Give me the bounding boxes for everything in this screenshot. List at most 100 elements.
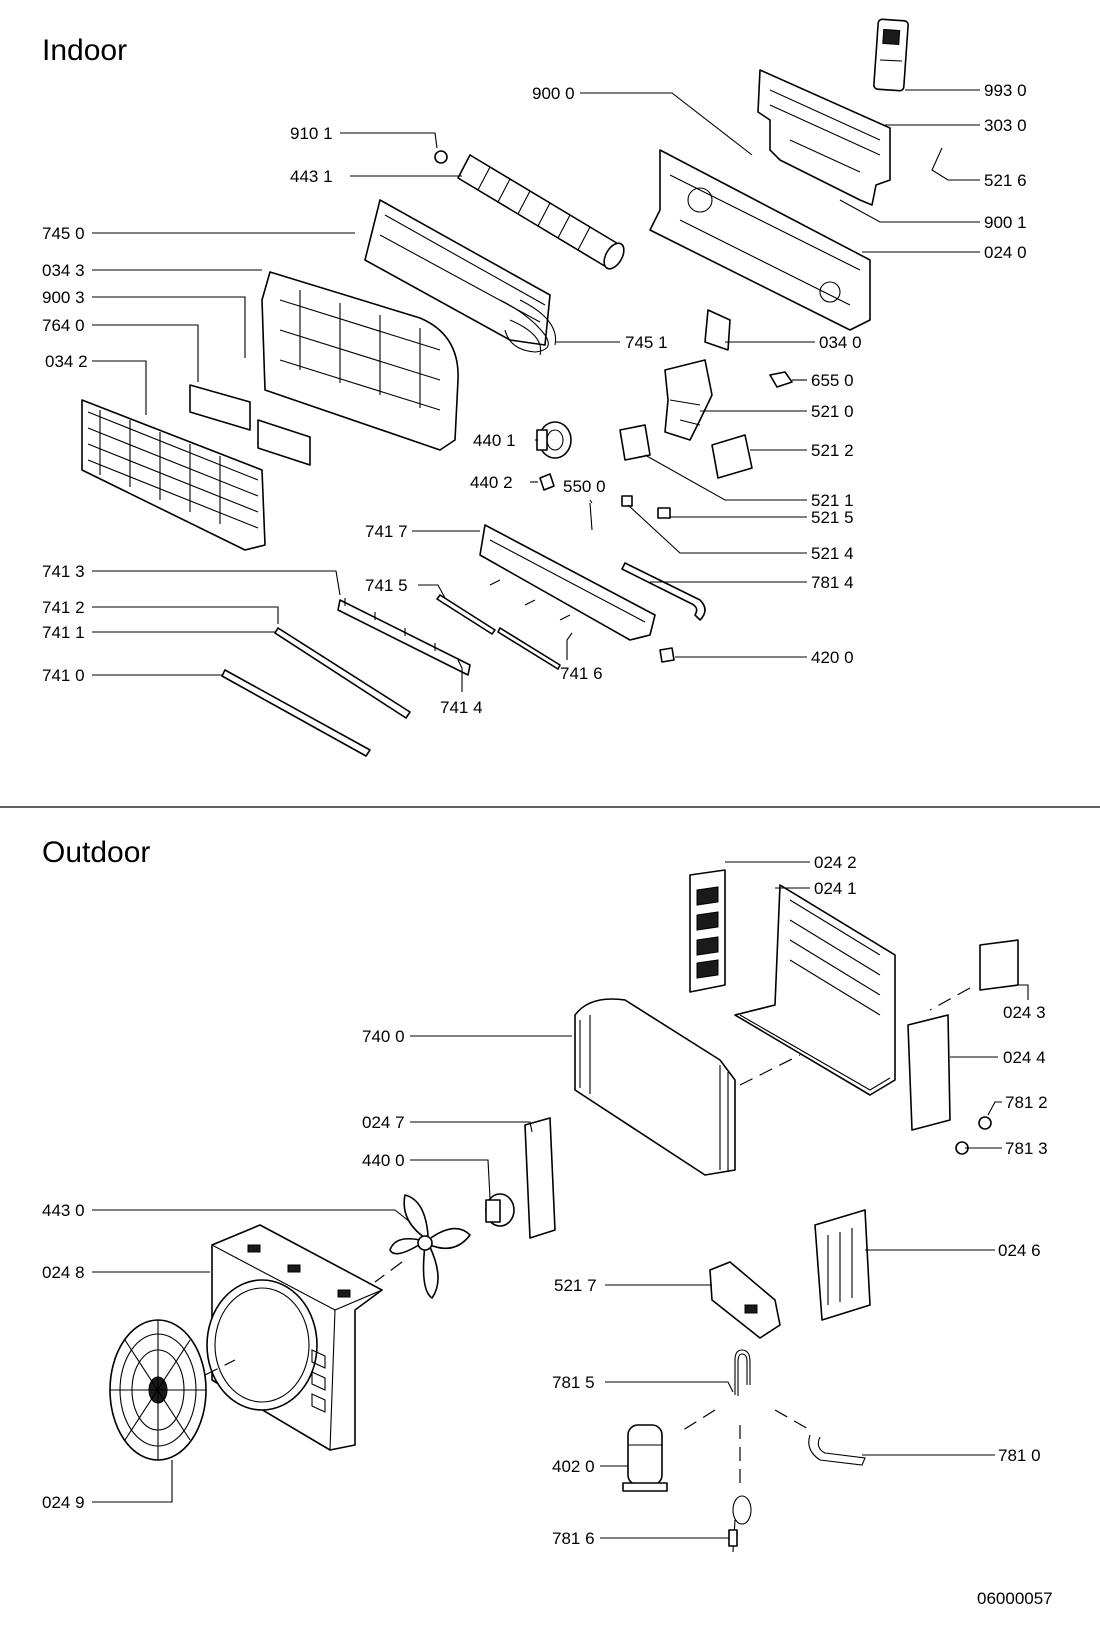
condenser-coil-part (574, 998, 736, 1176)
link-741-5-part (436, 594, 496, 635)
label-521-4: 521 4 (811, 544, 854, 563)
label-781-2: 781 2 (1005, 1093, 1048, 1112)
label-521-7: 521 7 (554, 1276, 597, 1295)
front-chassis-part (261, 271, 459, 451)
wire-550-0-part (589, 502, 593, 531)
label-741-0: 741 0 (42, 666, 85, 685)
pipe-781-5-inner (737, 1353, 748, 1396)
label-655-0: 655 0 (811, 371, 854, 390)
label-521-2: 521 2 (811, 441, 854, 460)
sensor-655-0-part (769, 371, 793, 388)
label-034-0: 034 0 (819, 333, 862, 352)
label-741-1: 741 1 (42, 623, 85, 642)
board-521-2-part (711, 434, 753, 479)
drain-pan-part (479, 524, 656, 641)
indoor-fan-motor-part (536, 421, 572, 459)
cover-024-3-part (979, 939, 1019, 991)
link-741-6-bar-part (497, 627, 561, 670)
label-440-1: 440 1 (473, 431, 516, 450)
label-443-0: 443 0 (42, 1201, 85, 1220)
valve-420-0-part (659, 647, 675, 663)
mounting-plate-part (757, 69, 891, 206)
label-900-3: 900 3 (42, 288, 85, 307)
outdoor-fan-motor-part (485, 1193, 515, 1227)
label-024-1: 024 1 (814, 879, 857, 898)
label-741-6: 741 6 (560, 664, 603, 683)
label-741-7: 741 7 (365, 522, 408, 541)
dash-024-3 (929, 987, 971, 1011)
label-402-0: 402 0 (552, 1457, 595, 1476)
louver-dividers (344, 598, 436, 651)
indoor-section-title: Indoor (42, 34, 127, 67)
outdoor-control-box-part (709, 1261, 781, 1339)
control-box-part (664, 359, 713, 441)
label-910-1: 910 1 (290, 124, 333, 143)
dash-781-5-left (679, 1409, 716, 1433)
flap-741-1-part (274, 627, 411, 719)
indoor-leader-lines (92, 89, 980, 692)
label-745-0: 745 0 (42, 224, 85, 243)
label-440-2: 440 2 (470, 473, 513, 492)
label-900-0: 900 0 (532, 84, 575, 103)
label-521-6: 521 6 (984, 171, 1027, 190)
connector-521-4-part (621, 495, 633, 507)
remote-control-part (873, 18, 909, 92)
label-420-0: 420 0 (811, 648, 854, 667)
evaporator-pipes-part (499, 299, 549, 353)
outdoor-side-grille-part (689, 869, 726, 993)
label-521-0: 521 0 (811, 402, 854, 421)
outdoor-section-title: Outdoor (42, 836, 150, 869)
sensor-781-6-part (728, 1495, 752, 1553)
label-024-3: 024 3 (1003, 1003, 1046, 1022)
label-024-4: 024 4 (1003, 1048, 1046, 1067)
dash-443-0 (374, 1261, 403, 1283)
outdoor-front-housing-part (206, 1224, 383, 1451)
label-740-0: 740 0 (362, 1027, 405, 1046)
air-filter-part (189, 384, 311, 466)
label-764-0: 764 0 (42, 316, 85, 335)
side-panel-024-6-part (814, 1209, 871, 1321)
dash-740-0 (739, 1054, 801, 1086)
bearing-910-1-part (434, 150, 448, 164)
label-024-9: 024 9 (42, 1493, 85, 1512)
label-741-3: 741 3 (42, 562, 85, 581)
label-741-4: 741 4 (440, 698, 483, 717)
label-781-3: 781 3 (1005, 1139, 1048, 1158)
motor-bracket-part (524, 1117, 556, 1239)
pipe-781-5-part (734, 1349, 751, 1395)
outdoor-base-rear-grille-part (734, 884, 896, 1096)
label-034-2: 034 2 (45, 352, 88, 371)
cross-flow-fan-part (457, 154, 625, 270)
drain-pipe-part (621, 562, 706, 621)
control-box-cover-part (704, 309, 731, 351)
label-900-1: 900 1 (984, 213, 1027, 232)
label-303-0: 303 0 (984, 116, 1027, 135)
label-440-0: 440 0 (362, 1151, 405, 1170)
label-781-6: 781 6 (552, 1529, 595, 1548)
label-024-8: 024 8 (42, 1263, 85, 1282)
flap-741-0-part (221, 669, 371, 757)
label-521-5: 521 5 (811, 508, 854, 527)
side-panel-024-4-part (907, 1014, 951, 1131)
label-521-1: 521 1 (811, 491, 854, 510)
drawing-number: 06000057 (977, 1589, 1053, 1608)
motor-clip-part (539, 473, 555, 491)
label-993-0: 993 0 (984, 81, 1027, 100)
label-550-0: 550 0 (563, 477, 606, 496)
outdoor-leader-lines (92, 861, 1029, 1539)
connector-521-5-part (657, 507, 671, 519)
dash-024-9 (204, 1359, 236, 1376)
pipe-781-0-part (808, 1434, 866, 1466)
label-745-1: 745 1 (625, 333, 668, 352)
outdoor-fan-blade-part (389, 1194, 471, 1299)
dash-781-5-right (774, 1409, 811, 1431)
label-024-0: 024 0 (984, 243, 1027, 262)
label-741-5: 741 5 (365, 576, 408, 595)
label-443-1: 443 1 (290, 167, 333, 186)
brackets-part (489, 579, 571, 621)
fan-guard-part (109, 1319, 207, 1461)
label-781-5: 781 5 (552, 1373, 595, 1392)
label-024-7: 024 7 (362, 1113, 405, 1132)
label-034-3: 034 3 (42, 261, 85, 280)
